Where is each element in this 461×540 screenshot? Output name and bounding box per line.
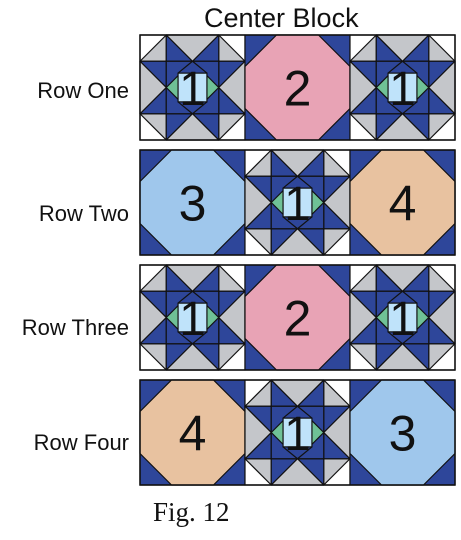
star-block-1: 1 (140, 265, 245, 370)
star-block-2: 1 (245, 150, 350, 255)
octagon-block-2: 2 (245, 265, 350, 370)
octagon-block-1: 3 (140, 150, 245, 255)
star-block-3: 1 (350, 265, 455, 370)
block-number: 1 (389, 293, 416, 346)
block-number: 1 (179, 293, 206, 346)
block-number: 3 (389, 406, 417, 462)
star-block-2: 1 (245, 380, 350, 485)
block-number: 2 (284, 291, 312, 347)
star-block-3: 1 (350, 35, 455, 140)
star-block-1: 1 (140, 35, 245, 140)
block-number: 2 (284, 61, 312, 117)
octagon-block-3: 3 (350, 380, 455, 485)
block-number: 4 (179, 406, 207, 462)
block-number: 1 (389, 63, 416, 116)
octagon-block-1: 4 (140, 380, 245, 485)
quilt-row-3: 1 2 1 (140, 265, 455, 370)
octagon-block-3: 4 (350, 150, 455, 255)
quilt-row-4: 4 1 3 (140, 380, 455, 485)
octagon-block-2: 2 (245, 35, 350, 140)
figure-caption: Fig. 12 (153, 497, 230, 528)
block-number: 1 (284, 178, 311, 231)
block-number: 4 (389, 176, 417, 232)
block-number: 3 (179, 176, 207, 232)
quilt-row-2: 3 1 4 (140, 150, 455, 255)
block-number: 1 (179, 63, 206, 116)
block-number: 1 (284, 408, 311, 461)
quilt-row-1: 1 2 1 (140, 35, 455, 140)
